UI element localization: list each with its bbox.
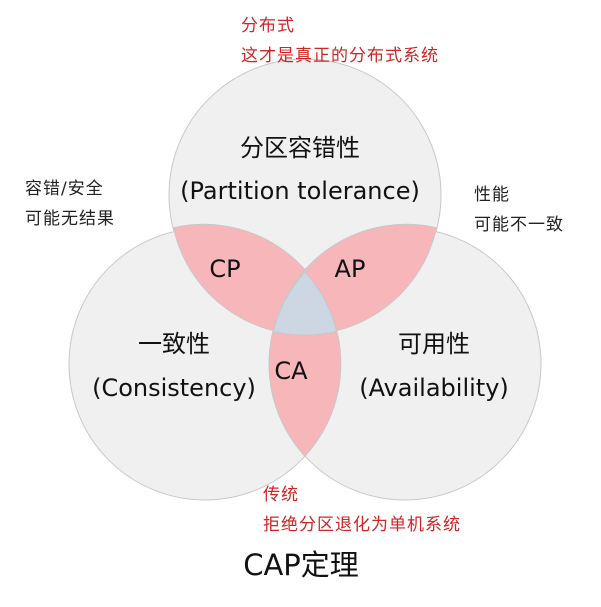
note-left-line1: 容错/安全: [25, 179, 104, 199]
note-top-line2: 这才是真正的分布式系统: [241, 46, 439, 66]
diagram-title: CAP定理: [243, 548, 359, 582]
note-left-line2: 可能无结果: [25, 209, 115, 229]
label-ap: AP: [335, 255, 366, 283]
label-availability-name: 可用性: [398, 330, 470, 358]
note-bottom-line2: 拒绝分区退化为单机系统: [263, 515, 461, 535]
note-right-line2: 可能不一致: [474, 215, 564, 235]
label-consistency-name: 一致性: [138, 330, 210, 358]
note-right-line1: 性能: [474, 185, 510, 205]
note-top-line1: 分布式: [241, 16, 295, 36]
label-consistency-english: (Consistency): [92, 374, 256, 402]
label-cp: CP: [209, 255, 240, 283]
overlap-center: [272, 271, 338, 336]
label-partition-name: 分区容错性: [240, 134, 360, 162]
label-ca: CA: [274, 357, 308, 385]
label-availability-english: (Availability): [359, 374, 509, 402]
note-bottom-line1: 传统: [263, 485, 299, 505]
label-partition-english: (Partition tolerance): [180, 177, 420, 205]
